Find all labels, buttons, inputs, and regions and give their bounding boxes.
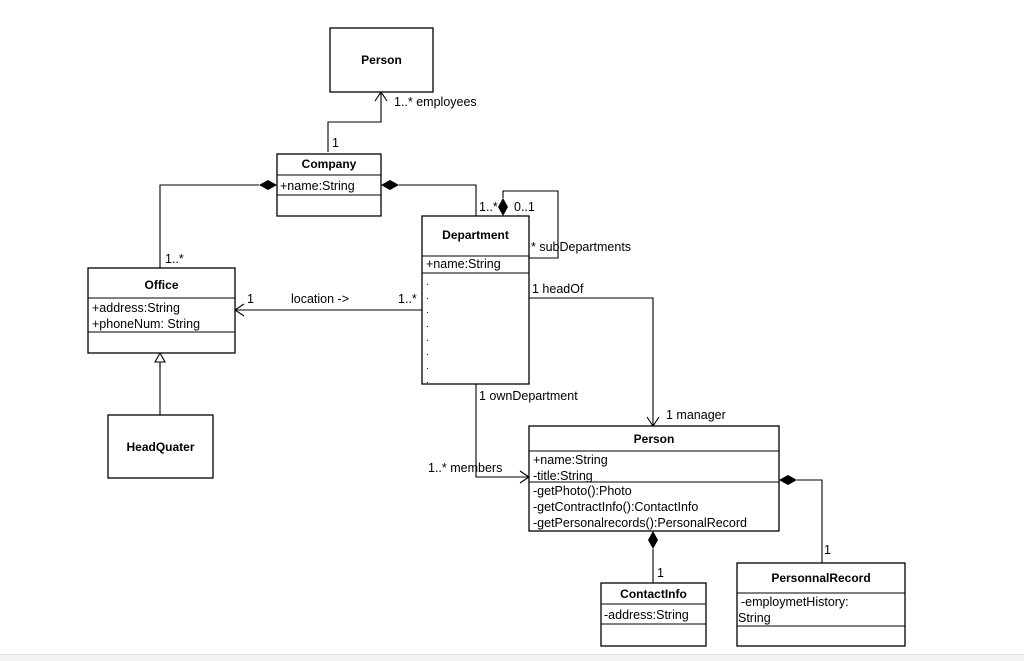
department-dot: . xyxy=(426,277,429,288)
label-owndepartment: 1 ownDepartment xyxy=(479,389,578,403)
department-dot: . xyxy=(426,347,429,358)
office-attr-address: +address:String xyxy=(92,301,180,315)
department-dot: . xyxy=(426,291,429,302)
class-person-top[interactable]: Person xyxy=(329,27,434,93)
record-attr-history-type: String xyxy=(738,611,771,625)
department-dot: . xyxy=(426,333,429,344)
edge-department-company xyxy=(399,184,477,216)
class-contactinfo[interactable]: ContactInfo -address:String xyxy=(600,582,707,647)
class-office[interactable]: Office +address:String +phoneNum: String xyxy=(87,267,236,354)
generalization-triangle xyxy=(154,351,166,363)
person-attr-name: +name:String xyxy=(533,453,608,467)
person-op-getcontractinfo: -getContractInfo():ContactInfo xyxy=(533,500,698,514)
diamond-company-office xyxy=(259,180,277,190)
company-attr-name: +name:String xyxy=(280,179,355,193)
class-headquater-name: HeadQuater xyxy=(126,440,194,454)
label-contactinfo-one: 1 xyxy=(657,566,664,580)
label-location: location -> xyxy=(291,292,349,306)
class-contactinfo-name: ContactInfo xyxy=(620,587,687,601)
class-company[interactable]: Company +name:String xyxy=(276,153,382,217)
label-headof: 1 headOf xyxy=(532,282,584,296)
label-manager: 1 manager xyxy=(666,408,726,422)
class-person-top-name: Person xyxy=(361,53,402,67)
department-dot: . xyxy=(426,361,429,372)
label-location-mult: 1..* xyxy=(398,292,417,306)
class-company-name: Company xyxy=(302,157,357,171)
contactinfo-attr-address: -address:String xyxy=(604,608,689,622)
edge-office-company xyxy=(159,184,259,268)
edge-owndepartment-members xyxy=(475,384,529,478)
diamond-person-record xyxy=(779,475,797,485)
diamond-company-department xyxy=(381,180,399,190)
person-attr-title: -title:String xyxy=(533,469,593,483)
class-person-main[interactable]: Person +name:String -title:String -getPh… xyxy=(528,425,780,532)
edge-person-record xyxy=(797,479,823,563)
class-headquater[interactable]: HeadQuater xyxy=(107,414,214,479)
class-person-main-name: Person xyxy=(634,432,675,446)
department-dot: . xyxy=(426,375,429,386)
label-subdepartments: * subDepartments xyxy=(531,240,631,254)
office-attr-phone: +phoneNum: String xyxy=(92,317,200,331)
label-department-mult: 1..* xyxy=(479,200,498,214)
label-location-one: 1 xyxy=(247,292,254,306)
class-personnalrecord-name: PersonnalRecord xyxy=(771,571,870,585)
bottom-edge-bar xyxy=(0,654,1024,661)
label-subdept-zero-one: 0..1 xyxy=(514,200,535,214)
label-employees: 1..* employees xyxy=(394,95,477,109)
class-department[interactable]: Department +name:String . . . . . . . . xyxy=(421,215,530,386)
label-office-mult: 1..* xyxy=(165,252,184,266)
department-dot: . xyxy=(426,305,429,316)
person-op-getphoto: -getPhoto():Photo xyxy=(533,484,632,498)
class-personnalrecord[interactable]: PersonnalRecord -employmetHistory: Strin… xyxy=(736,562,906,647)
edge-department-subdepartments xyxy=(502,190,559,259)
label-record-one: 1 xyxy=(824,543,831,557)
class-office-name: Office xyxy=(144,278,178,292)
edge-company-employees xyxy=(327,92,382,152)
diamond-person-contactinfo xyxy=(648,531,658,549)
label-members: 1..* members xyxy=(428,461,502,475)
edge-headof-manager xyxy=(529,297,654,426)
department-dot: . xyxy=(426,319,429,330)
department-attr-name: +name:String xyxy=(426,257,501,271)
person-op-getpersonalrecords: -getPersonalrecords():PersonalRecord xyxy=(533,516,747,530)
record-attr-history: -employmetHistory: xyxy=(741,595,849,609)
label-company-one: 1 xyxy=(332,136,339,150)
class-department-name: Department xyxy=(442,228,509,242)
diamond-department-self xyxy=(498,198,508,216)
